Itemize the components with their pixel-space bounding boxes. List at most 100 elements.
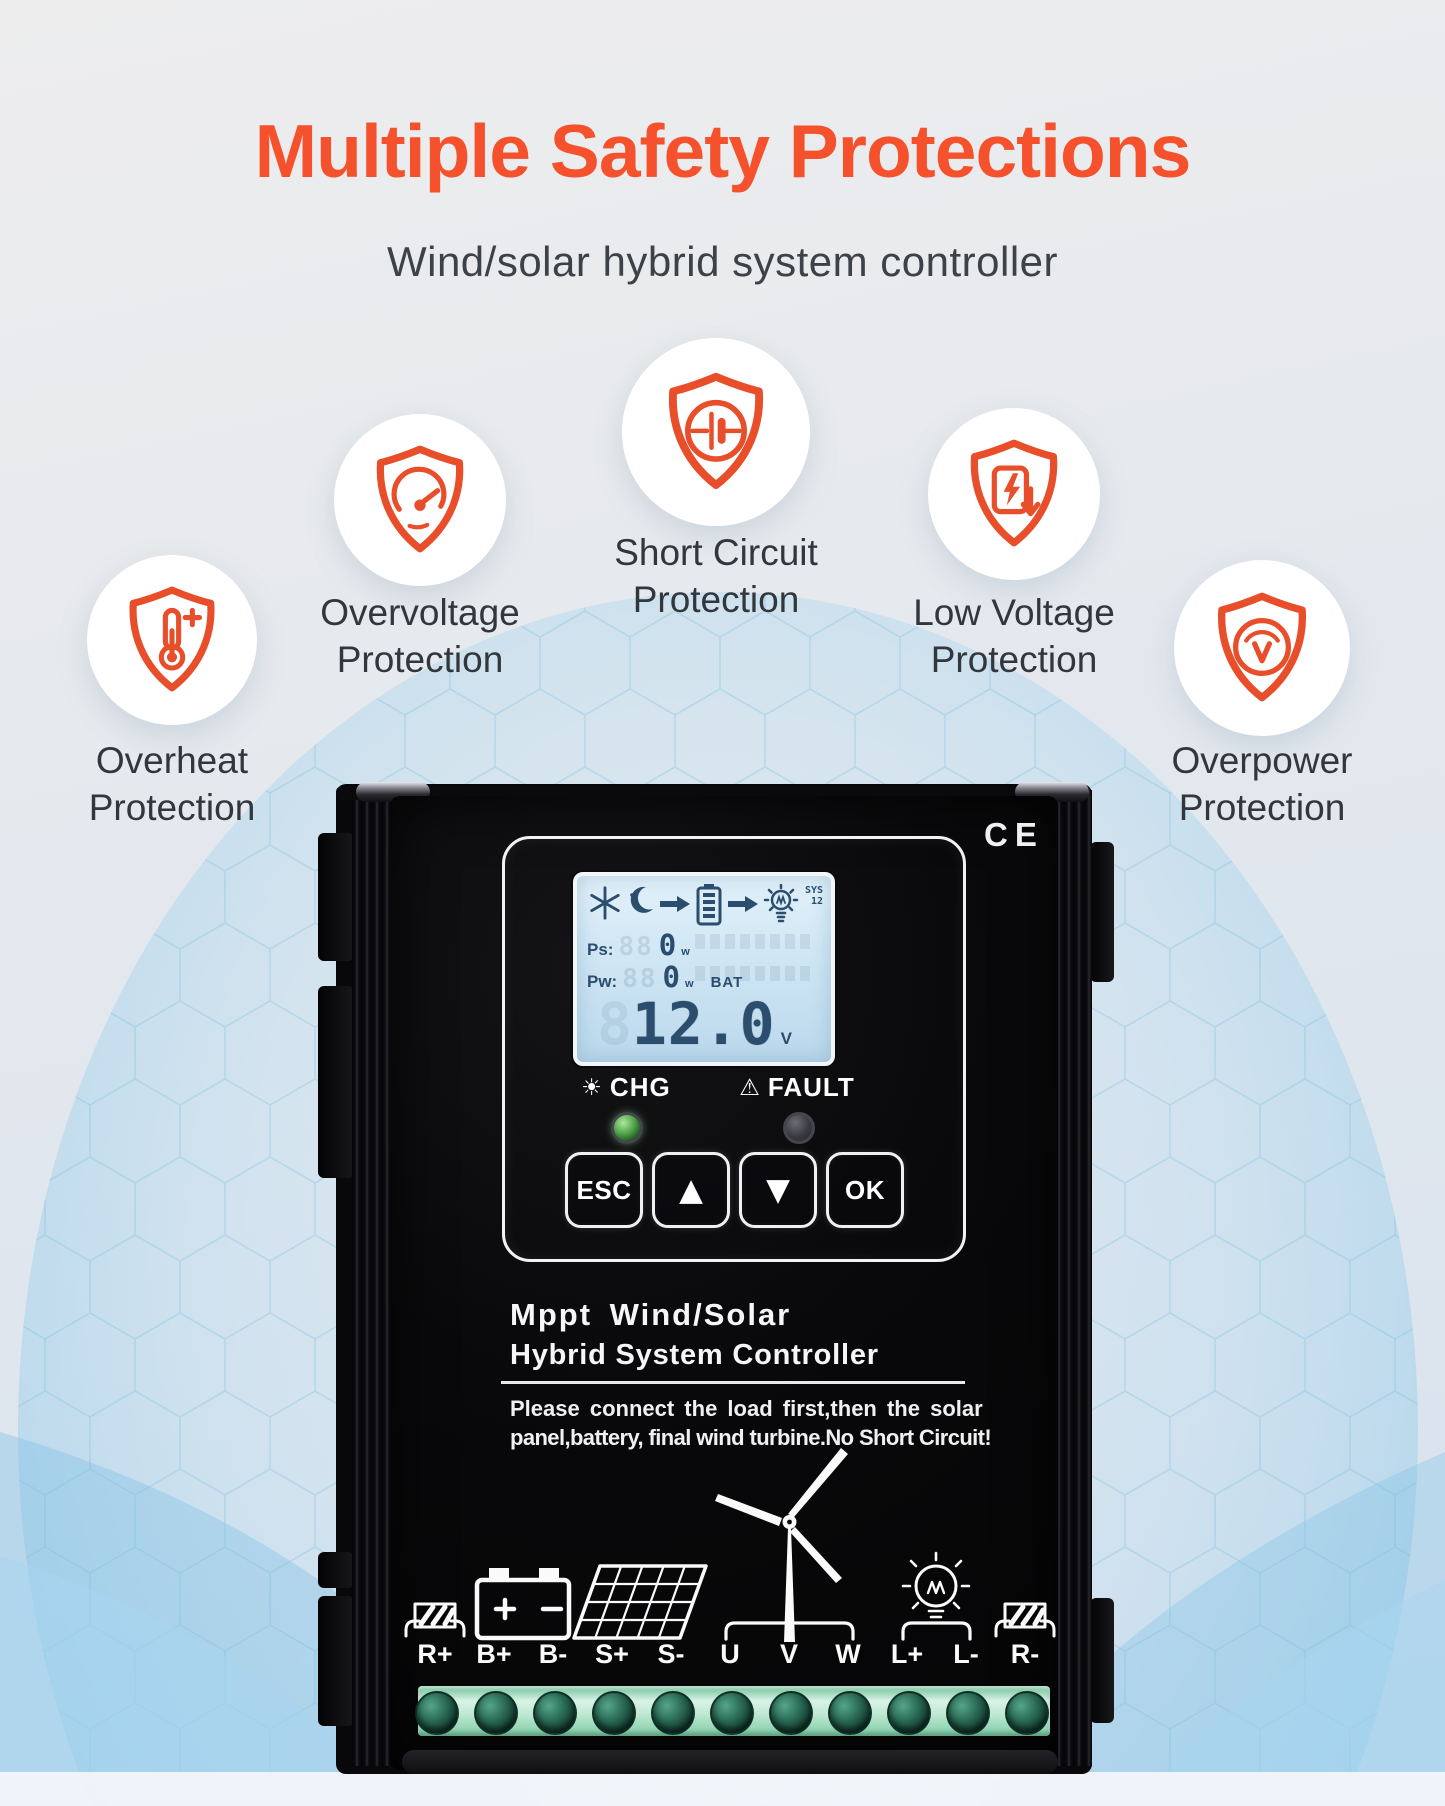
pw-label: Pw:	[587, 972, 618, 991]
ps-value: 0	[658, 928, 677, 962]
sys-label: SYS	[804, 885, 823, 896]
sys-value: 12	[810, 895, 823, 907]
lcd-ghost-segments	[695, 934, 813, 949]
gauge-shield-icon	[376, 445, 464, 553]
chg-indicator-label: ☀ CHG	[560, 1072, 692, 1103]
lightbulb-icon	[901, 1551, 972, 1641]
esc-label: ESC	[576, 1174, 632, 1205]
terminal-screw[interactable]	[592, 1691, 636, 1735]
protection-badge-overpower	[1174, 560, 1350, 736]
pw-unit: w	[685, 978, 694, 990]
bat-label: BAT	[710, 974, 744, 991]
label-line: Protection	[336, 638, 504, 680]
chg-led	[611, 1112, 643, 1144]
terminal-label: U	[720, 1639, 740, 1669]
wiring-icons	[404, 1448, 1056, 1642]
mounting-tab	[318, 833, 354, 961]
sun-icon	[590, 886, 620, 920]
solar-panel-icon	[572, 1564, 708, 1640]
terminal-screw[interactable]	[415, 1691, 459, 1735]
ghost-digits: 8	[597, 990, 632, 1058]
arrow-right-icon	[660, 896, 691, 912]
display-panel-frame	[502, 836, 966, 1262]
panel-divider	[501, 1381, 965, 1384]
down-button[interactable]: ▼	[739, 1152, 817, 1228]
terminal-screw[interactable]	[946, 1691, 990, 1735]
ce-mark: CE	[984, 816, 1044, 853]
lcd-display: SYS 12 Ps: 88 0 w Pw: 88 0 w BAT 8 12	[573, 872, 835, 1066]
ok-button[interactable]: OK	[826, 1152, 904, 1228]
terminal-label: V	[779, 1639, 798, 1669]
label-line: Short Circuit	[614, 532, 818, 573]
lcd-icon-row: SYS 12	[587, 882, 823, 928]
terminal-screw[interactable]	[828, 1691, 872, 1735]
protection-label-overheat: Overheat Protection	[89, 738, 256, 832]
page-subtitle: Wind/solar hybrid system controller	[386, 238, 1059, 285]
terminal-screw[interactable]	[769, 1691, 813, 1735]
terminal-label: W	[835, 1639, 861, 1669]
arrow-right-icon	[727, 896, 758, 912]
ps-unit: w	[681, 946, 690, 958]
pw-value: 0	[662, 960, 681, 994]
battery-lightning-shield-icon	[970, 439, 1058, 547]
moon-icon	[629, 886, 653, 913]
mounting-tab	[318, 986, 354, 1178]
product-name-line2: Hybrid System Controller	[510, 1339, 879, 1371]
lcd-ghost-segments	[695, 966, 813, 981]
ghost-digits: 88	[618, 932, 654, 962]
bulb-icon	[764, 884, 799, 923]
heatsink-rail-right	[1054, 790, 1092, 1766]
mounting-tab	[318, 1596, 354, 1726]
terminal-screw[interactable]	[533, 1691, 577, 1735]
battery-circle-shield-icon	[668, 372, 764, 489]
down-arrow-icon: ▼	[766, 1172, 790, 1208]
terminal-label: R-	[1010, 1639, 1040, 1669]
product-name-line1: Mppt Wind/Solar	[510, 1297, 792, 1332]
terminal-screw[interactable]	[1005, 1691, 1049, 1735]
ps-label: Ps:	[587, 940, 614, 959]
terminal-label: L-	[953, 1639, 979, 1669]
mounting-tab	[1090, 1598, 1114, 1723]
up-arrow-icon: ▲	[679, 1172, 703, 1208]
terminal-label: B+	[476, 1639, 512, 1669]
protection-badge-short-circuit	[622, 338, 810, 526]
label-line: Overvoltage	[320, 592, 520, 633]
fault-led	[783, 1112, 815, 1144]
label-line: Protection	[632, 578, 800, 620]
label-line: Overpower	[1171, 740, 1353, 781]
terminal-screw[interactable]	[710, 1691, 754, 1735]
sun-icon: ☀	[581, 1074, 603, 1100]
protection-label-low-voltage: Low Voltage Protection	[913, 590, 1115, 684]
protection-badge-low-voltage	[928, 408, 1100, 580]
protection-label-overvoltage: Overvoltage Protection	[320, 590, 520, 684]
terminal-screw[interactable]	[474, 1691, 518, 1735]
terminal-screw[interactable]	[651, 1691, 695, 1735]
terminal-label: L+	[890, 1639, 924, 1669]
terminal-label: B-	[538, 1639, 568, 1669]
protection-label-short-circuit: Short Circuit Protection	[614, 530, 818, 624]
warning-text-line2: panel,battery, final wind turbine.No Sho…	[510, 1425, 992, 1450]
battery-voltage-value: 12.0	[631, 990, 776, 1058]
up-button[interactable]: ▲	[652, 1152, 730, 1228]
protection-badge-overvoltage	[334, 414, 506, 586]
device-foot	[402, 1750, 1058, 1774]
esc-button[interactable]: ESC	[565, 1152, 643, 1228]
lcd-sys-indicator: SYS 12	[805, 884, 823, 907]
page-title: Multiple Safety Protections	[254, 109, 1192, 193]
lcd-pw-row: Pw: 88 0 w BAT	[587, 960, 823, 994]
label-line: Protection	[1178, 786, 1346, 828]
warning-text-line1: Please connect the load first,then the s…	[510, 1396, 983, 1421]
label-line: Overheat	[95, 740, 249, 781]
protection-badge-overheat	[87, 555, 257, 725]
label-line: Protection	[930, 638, 1098, 680]
heatsink-rail-left	[352, 790, 390, 1766]
terminal-label: S-	[657, 1639, 685, 1669]
fault-text: FAULT	[767, 1072, 855, 1102]
fuse-icon	[994, 1602, 1056, 1638]
voltmeter-shield-icon	[1217, 592, 1307, 702]
terminal-label: R+	[417, 1639, 453, 1669]
warning-icon: ⚠	[739, 1074, 761, 1100]
ok-label: OK	[845, 1174, 885, 1205]
terminal-screw[interactable]	[887, 1691, 931, 1735]
